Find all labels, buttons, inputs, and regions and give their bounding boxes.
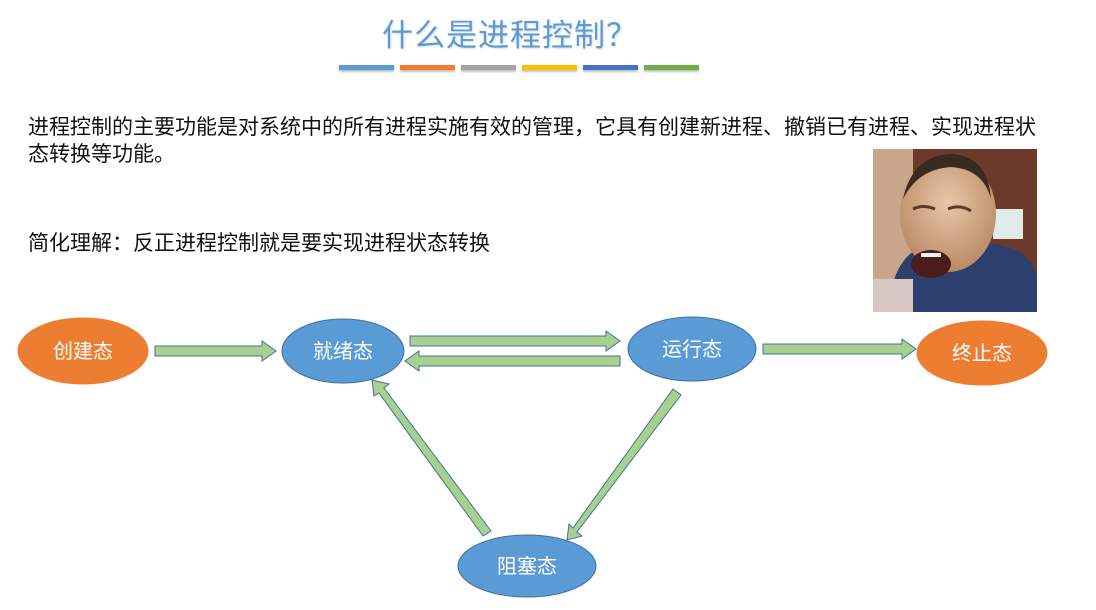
slide-title: 什么是进程控制？	[382, 18, 638, 54]
color-bar	[339, 65, 394, 70]
color-bar	[461, 65, 516, 70]
state-new-label: 创建态	[53, 339, 113, 363]
color-bar	[644, 65, 699, 70]
arrow-new-to-ready	[154, 340, 277, 362]
arrow-ready-to-running	[409, 330, 621, 352]
state-new	[17, 317, 149, 385]
color-bar	[522, 65, 577, 70]
arrow-blocked-to-ready	[371, 379, 492, 537]
description-text: 进程控制的主要功能是对系统中的所有进程实施有效的管理，它具有创建新进程、撤销已有…	[28, 115, 1036, 166]
state-running	[627, 316, 757, 382]
state-blocked	[457, 534, 597, 598]
arrow-running-to-blocked	[566, 388, 682, 541]
state-terminated	[916, 320, 1048, 386]
arrow-running-to-ready	[404, 350, 621, 372]
state-terminated-label: 终止态	[952, 341, 1012, 365]
arrow-running-to-terminated	[762, 338, 917, 360]
meme-photo	[873, 149, 1037, 312]
state-ready	[281, 318, 405, 384]
color-bar	[583, 65, 638, 70]
title-color-bars	[339, 65, 699, 70]
state-ready-label: 就绪态	[313, 339, 373, 363]
color-bar	[400, 65, 455, 70]
simplified-text: 简化理解：反正进程控制就是要实现进程状态转换	[28, 231, 490, 255]
state-blocked-label: 阻塞态	[497, 554, 557, 578]
state-running-label: 运行态	[662, 337, 722, 361]
